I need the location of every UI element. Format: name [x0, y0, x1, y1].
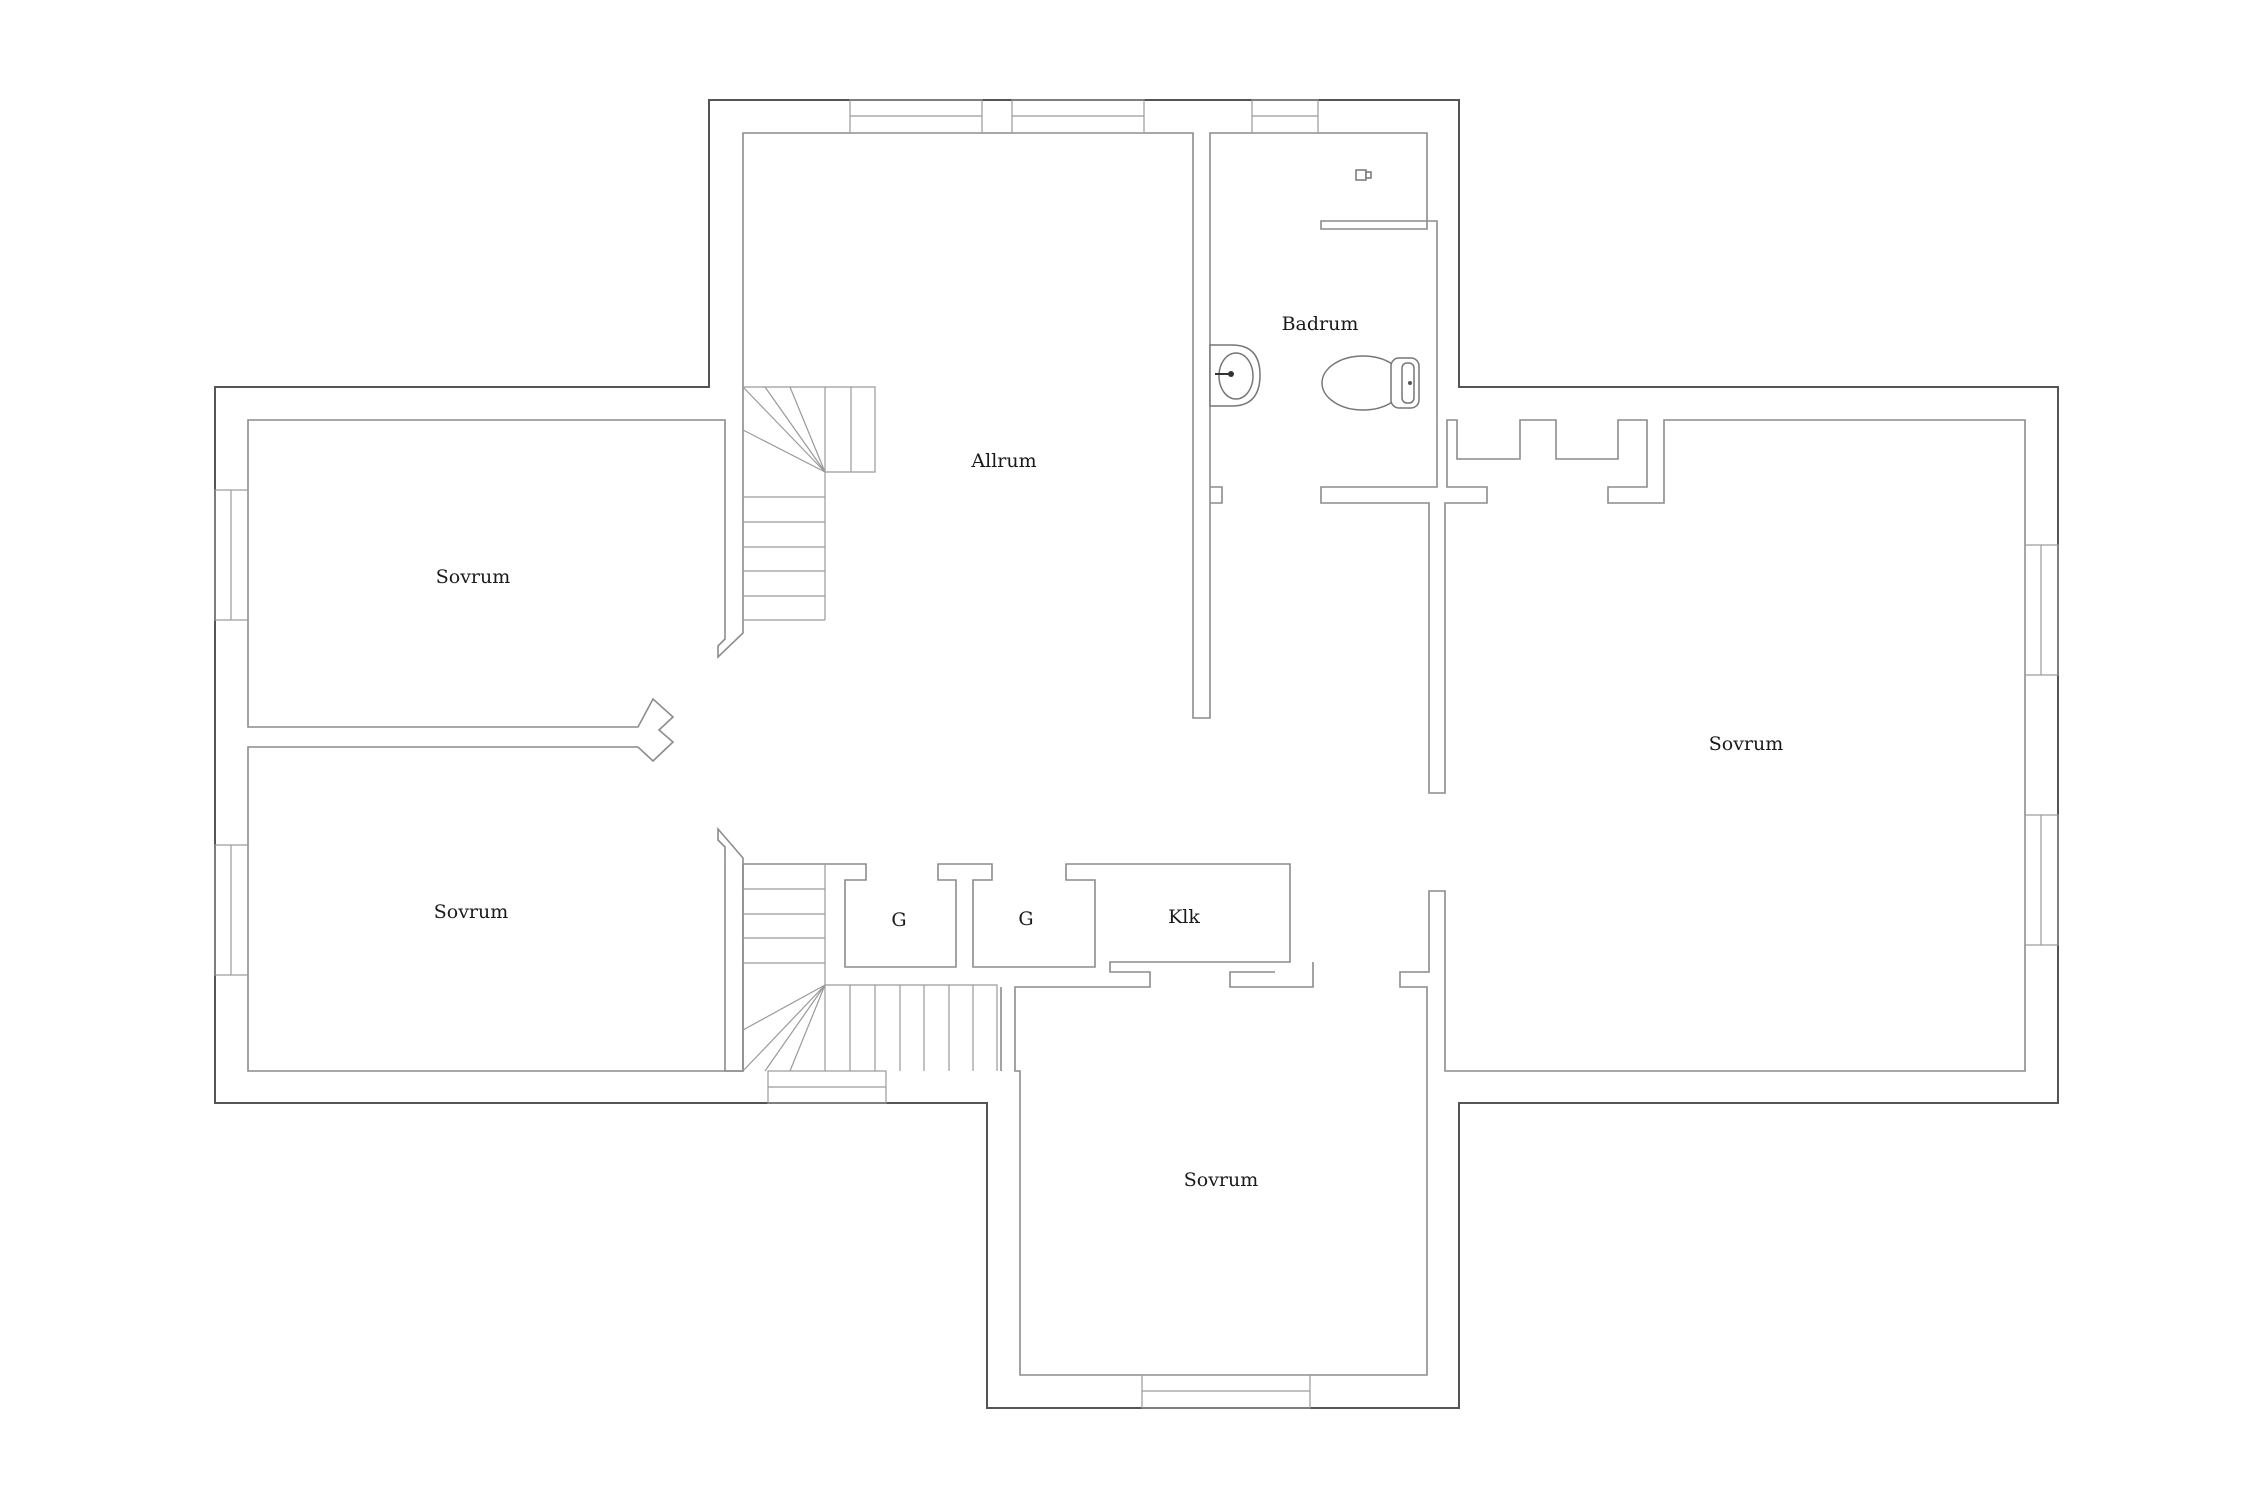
sink-icon — [1209, 344, 1261, 407]
room-label-garderob-2: G — [1018, 908, 1033, 930]
toilet-icon — [1321, 355, 1420, 411]
room-label-badrum: Badrum — [1282, 313, 1359, 335]
room-label-sovrum-right: Sovrum — [1709, 733, 1784, 755]
room-label-klk: Klk — [1168, 906, 1200, 928]
partition-bath-lower — [1210, 486, 1223, 504]
outer-wall — [214, 99, 2059, 1409]
stairs-icon — [742, 386, 876, 621]
room-label-sovrum-lower-left: Sovrum — [434, 901, 509, 923]
room-label-garderob-1: G — [891, 909, 906, 931]
room-label-allrum: Allrum — [970, 450, 1036, 472]
room-label-sovrum-bottom: Sovrum — [1184, 1169, 1259, 1191]
partition-stair-lower — [717, 826, 744, 1072]
partition-closet-right — [1229, 962, 1314, 988]
room-label-sovrum-upper-left: Sovrum — [436, 566, 511, 588]
stairs-icon — [742, 863, 998, 1072]
window-icon — [214, 99, 2059, 1409]
faucet-icon — [1355, 169, 1372, 181]
